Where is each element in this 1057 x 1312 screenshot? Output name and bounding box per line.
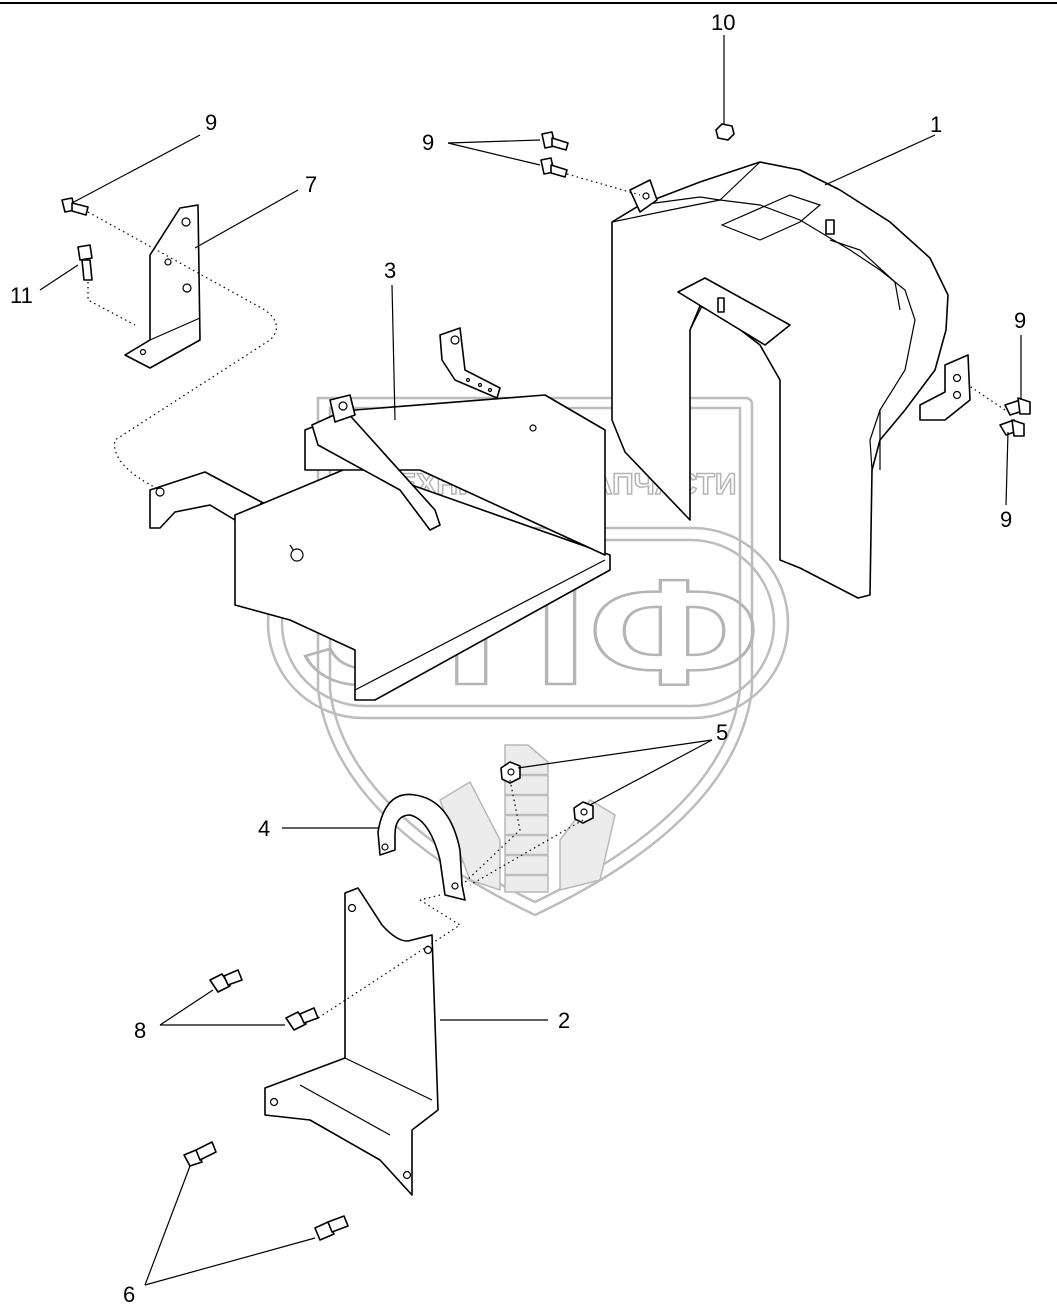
watermark-shield (316, 396, 754, 917)
callout-5: 5 (716, 720, 728, 745)
callout-1: 1 (930, 112, 942, 137)
callout-11: 11 (10, 283, 33, 308)
callout-9-top-center: 9 (422, 130, 434, 155)
callout-2: 2 (558, 1008, 570, 1033)
nut-5-a (500, 761, 521, 784)
bolt-8-b (285, 1007, 319, 1031)
part-7-bracket (124, 204, 201, 369)
assembly-lines (87, 173, 1006, 1019)
nut-5-b (573, 801, 594, 824)
callout-8: 8 (134, 1018, 146, 1043)
callout-10: 10 (711, 10, 735, 35)
callout-9-right-lower: 9 (1000, 507, 1012, 532)
bolt-9-right-b (999, 419, 1025, 437)
bolt-6-a (183, 1141, 217, 1167)
nut-10 (715, 123, 735, 141)
part-1-cover (611, 161, 971, 599)
bolt-6-b (314, 1215, 349, 1241)
bolt-9-right-a (1004, 397, 1031, 416)
part-3-frame (149, 327, 611, 701)
callout-7: 7 (305, 172, 317, 197)
callout-9-top-left: 9 (205, 110, 217, 135)
bolt-8-a (209, 969, 243, 993)
callout-3: 3 (384, 258, 396, 283)
callout-6: 6 (123, 1282, 135, 1307)
bolt-11 (77, 244, 93, 281)
bolt-9-top-b (540, 157, 568, 178)
wheat-emblem (439, 744, 616, 893)
part-4-clamp (377, 793, 466, 901)
leader-lines (39, 35, 1022, 1286)
part-2-bracket (264, 887, 439, 1196)
callout-9-right-upper: 9 (1014, 308, 1026, 333)
callouts: 1 9 7 11 3 9 10 9 9 5 4 2 8 6 (10, 10, 1026, 1307)
callout-4: 4 (258, 816, 270, 841)
bolt-9-top-a (541, 131, 569, 151)
bolt-9-left (61, 197, 89, 216)
